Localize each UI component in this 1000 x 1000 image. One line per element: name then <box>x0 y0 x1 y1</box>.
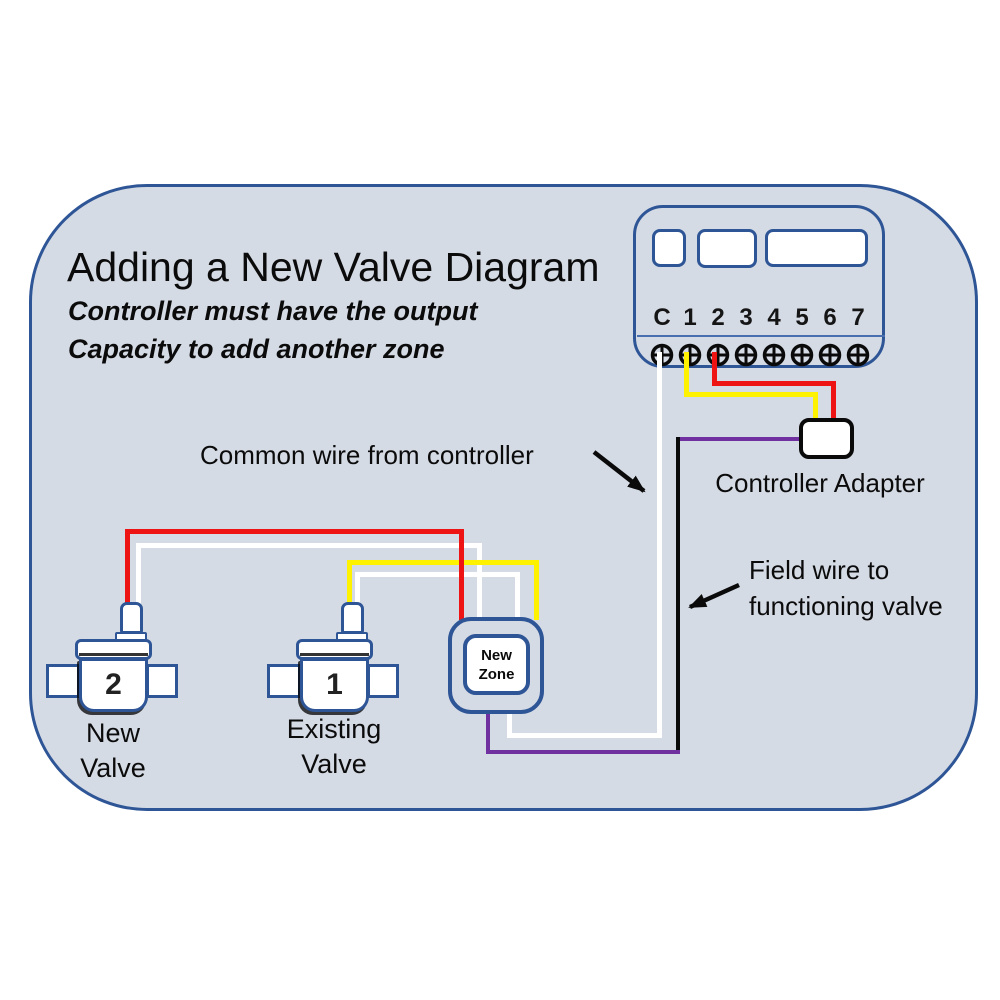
new-zone-module: New Zone <box>448 617 544 714</box>
new-zone-label-box: New Zone <box>463 634 530 695</box>
valve-pipe-left <box>267 664 301 698</box>
wire-white-newvalve-drop <box>477 543 482 620</box>
valve-pipe-right <box>146 664 178 698</box>
wire-white-existing-drop <box>515 572 520 620</box>
controller-slot-medium <box>697 229 757 268</box>
wire-red-newvalve-vertical <box>125 533 130 605</box>
field-wire-label-line2: functioning valve <box>749 591 943 621</box>
new-valve-label: New Valve <box>43 716 183 786</box>
wire-red-controller-drop <box>831 381 836 422</box>
valve-cap <box>75 639 152 660</box>
wire-white-newvalve-horizontal <box>136 543 482 548</box>
terminal-screw-icon <box>762 343 786 367</box>
wire-red-newvalve-drop <box>459 529 464 620</box>
new-valve-label-line1: New <box>85 718 140 748</box>
new-valve: 2 <box>46 600 179 712</box>
terminal-label-4: 4 <box>767 304 781 331</box>
new-zone-line2: Zone <box>478 665 515 683</box>
wire-purple-adapter <box>677 437 803 441</box>
wire-yellow-controller-horizontal <box>684 392 818 397</box>
terminal-label-2: 2 <box>711 304 725 331</box>
valve-cap <box>296 639 373 660</box>
terminal-label-C: C <box>653 304 671 331</box>
controller-adapter-label: Controller Adapter <box>715 468 925 498</box>
valve-cap-line <box>300 653 369 656</box>
wire-white-existing-horizontal <box>355 572 520 577</box>
wire-yellow-existing-vertical <box>347 564 352 605</box>
wire-purple-zone-drop <box>486 712 490 754</box>
terminal-strip-divider <box>637 335 885 337</box>
terminal-label-1: 1 <box>683 304 697 331</box>
wire-red-controller-vertical <box>712 352 717 386</box>
existing-valve: 1 <box>267 600 400 712</box>
terminal-screw-icon <box>734 343 758 367</box>
wire-purple-zone-horizontal <box>486 750 680 754</box>
terminal-screw-icon <box>818 343 842 367</box>
page-title: Adding a New Valve Diagram <box>67 244 600 290</box>
existing-valve-label-line1: Existing <box>286 714 382 744</box>
wire-red-newvalve-horizontal <box>125 529 464 534</box>
subtitle-line2: Capacity to add another zone <box>68 334 445 364</box>
new-valve-label-line2: Valve <box>80 753 146 783</box>
valve-number: 2 <box>105 668 122 701</box>
existing-valve-label-line2: Valve <box>301 749 367 779</box>
wire-yellow-existing-drop <box>534 560 539 620</box>
wire-red-controller-horizontal <box>712 381 836 386</box>
terminal-label-7: 7 <box>851 304 865 331</box>
field-wire-label: Field wire to functioning valve <box>749 552 943 624</box>
wire-common-white-vertical <box>657 352 662 738</box>
wire-yellow-controller-drop <box>813 392 818 422</box>
terminal-screw-icon <box>678 343 702 367</box>
wire-white-existing-vertical <box>355 576 360 605</box>
terminal-label-5: 5 <box>795 304 809 331</box>
terminal-screw-icon <box>706 343 730 367</box>
subtitle-line1: Controller must have the output <box>68 296 478 326</box>
valve-body: 2 <box>79 658 148 712</box>
terminal-screw-icon <box>846 343 870 367</box>
wire-white-newvalve-vertical <box>136 547 141 605</box>
wire-common-white-riser <box>507 703 512 738</box>
terminal-label-6: 6 <box>823 304 837 331</box>
wire-black-field <box>676 437 680 754</box>
terminal-screw-icon <box>650 343 674 367</box>
valve-pipe-left <box>46 664 80 698</box>
valve-pipe-right <box>367 664 399 698</box>
controller-slot-large <box>765 229 868 267</box>
new-zone-line1: New <box>481 646 512 664</box>
terminal-screw-icon <box>790 343 814 367</box>
valve-solenoid <box>341 602 364 634</box>
wire-yellow-existing-horizontal <box>347 560 539 565</box>
common-wire-label: Common wire from controller <box>200 440 534 470</box>
wire-common-white-horizontal <box>507 733 662 738</box>
valve-solenoid <box>120 602 143 634</box>
controller-adapter-box <box>799 418 854 459</box>
existing-valve-label: Existing Valve <box>264 712 404 782</box>
valve-body: 1 <box>300 658 369 712</box>
valve-cap-line <box>79 653 148 656</box>
field-wire-label-line1: Field wire to <box>749 555 890 585</box>
valve-number: 1 <box>326 668 343 701</box>
controller-slot-small <box>652 229 686 267</box>
controller-box: C 1 2 3 4 5 6 7 <box>633 205 885 368</box>
terminal-label-3: 3 <box>739 304 753 331</box>
wire-yellow-controller-vertical <box>684 352 689 397</box>
